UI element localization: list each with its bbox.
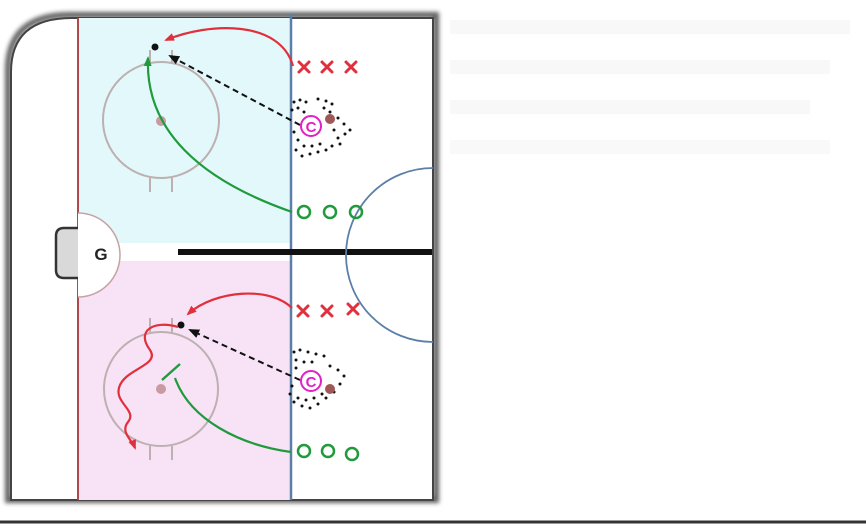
- bottom-pass-arrow: [188, 329, 301, 381]
- bottom-o-markers: [296, 443, 360, 462]
- bottom-target-puck: [177, 321, 185, 329]
- circle-icon: [348, 204, 364, 220]
- goal-crease: [77, 212, 121, 298]
- goal-net-icon: [54, 226, 78, 280]
- goalie-label: G: [94, 245, 107, 264]
- ghost-background: [450, 20, 850, 154]
- circle-icon: [320, 443, 336, 459]
- circle-icon: [296, 204, 312, 220]
- bottom-faceoff-circle: [103, 318, 219, 460]
- bottom-coach-icon: C: [300, 370, 322, 392]
- top-coach-label: C: [306, 119, 317, 136]
- bottom-puck-pile-icon: [288, 348, 346, 410]
- bottom-puck: [325, 384, 335, 394]
- bottom-green-stop-mark: [161, 363, 181, 381]
- top-target-puck: [151, 43, 159, 51]
- top-zone-shade: [78, 18, 291, 243]
- top-o-markers: [296, 204, 364, 220]
- top-x-markers: [297, 60, 358, 74]
- bottom-x-markers: [296, 302, 360, 318]
- bottom-red-skate-arrow: [186, 292, 293, 316]
- circle-icon: [296, 443, 312, 459]
- x-icon: [320, 304, 334, 318]
- top-puck-pile-icon: [290, 97, 352, 158]
- x-icon: [346, 302, 360, 316]
- bottom-zone-shade: [78, 261, 291, 500]
- top-green-skate-arrow: [143, 56, 293, 214]
- x-icon: [296, 304, 310, 318]
- bottom-red-wavy-arrow: [117, 323, 179, 450]
- top-coach-icon: C: [300, 115, 322, 137]
- top-red-skate-arrow: [164, 27, 295, 67]
- x-icon: [297, 60, 311, 74]
- top-pass-arrow: [168, 55, 301, 126]
- rink-shadow: [5, 12, 439, 503]
- top-puck: [325, 114, 335, 124]
- x-icon: [344, 60, 358, 74]
- center-circle: [345, 167, 434, 343]
- circle-icon: [344, 446, 360, 462]
- bottom-green-skate-arrow: [173, 377, 292, 454]
- bottom-faceoff-dot: [156, 384, 166, 394]
- circle-icon: [322, 204, 338, 220]
- bottom-coach-label: C: [306, 374, 317, 391]
- x-icon: [320, 60, 334, 74]
